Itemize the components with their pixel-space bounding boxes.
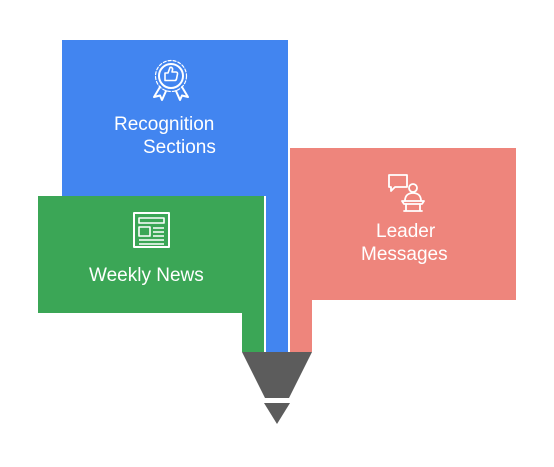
speaker-podium-chat-icon xyxy=(388,174,425,212)
funnel-tip xyxy=(264,403,290,424)
weekly-news-label: Weekly News xyxy=(89,265,204,286)
recognition-label-line2: Sections xyxy=(143,137,216,158)
award-ribbon-thumbs-up-icon xyxy=(153,59,189,101)
recognition-label-line1: Recognition xyxy=(114,114,215,135)
leader-label-line2: Messages xyxy=(361,244,448,265)
leader-label-line1: Leader xyxy=(376,221,436,242)
leader-messages-shape xyxy=(290,148,516,352)
weekly-news-shape xyxy=(38,196,264,352)
funnel-top xyxy=(242,352,312,398)
newspaper-icon xyxy=(133,212,170,248)
